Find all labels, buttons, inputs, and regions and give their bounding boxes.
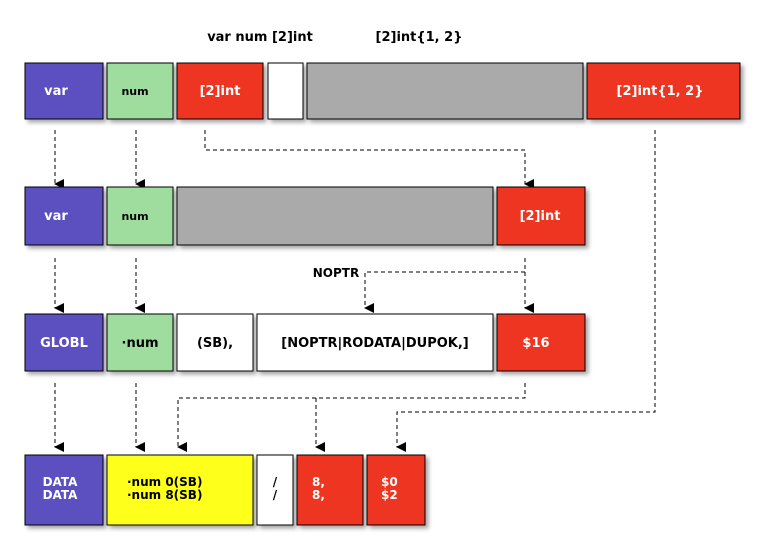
row3-flags-label: [NOPTR|RODATA|DUPOK,]	[281, 336, 468, 351]
row1-var-box	[24, 62, 104, 120]
row1-boxes	[24, 62, 741, 120]
row4-value-line-1: $0	[381, 475, 398, 489]
row2-num-box	[106, 186, 174, 246]
arrow-type-row1-row2	[204, 130, 534, 189]
row1-value-box	[586, 62, 741, 120]
row2-var-box	[24, 186, 104, 246]
noptr-label: NOPTR	[313, 266, 359, 280]
row2-boxes	[24, 186, 586, 246]
row1-type-box	[176, 62, 264, 120]
row4-value-line-2: $2	[381, 488, 398, 502]
row3-globl-box	[24, 313, 104, 372]
row1-gray-box	[306, 62, 584, 120]
arrow-value-to-data	[396, 130, 656, 452]
row2-type-label: [2]int	[520, 209, 561, 224]
row4-slash-line-2: /	[273, 488, 278, 502]
row4-data-line-2: DATA	[43, 488, 79, 502]
header-source-value: [2]int{1, 2}	[376, 30, 463, 45]
row4-slash-line-1: /	[273, 475, 278, 489]
row1-blank-box	[267, 62, 304, 120]
header-source-decl: var num [2]int	[207, 30, 313, 45]
row2-gray-box	[176, 186, 494, 246]
row4-sym-line-1: ·num 0(SB)	[127, 475, 202, 489]
row2-var-label: var	[44, 209, 68, 224]
row4-data-line-1: DATA	[43, 475, 79, 489]
row4-data-box	[24, 454, 104, 526]
arrow-size-to-sym	[177, 383, 526, 452]
row3-flags-box	[256, 313, 494, 372]
row4-value-box	[366, 454, 426, 526]
row3-size-box	[496, 313, 586, 372]
row3-sb-box	[176, 313, 254, 372]
row1-var-label: var	[44, 84, 68, 99]
row4-width-line-1: 8,	[312, 475, 325, 489]
row2-type-box	[496, 186, 586, 246]
row1-num-label: num	[121, 85, 148, 98]
connectors	[54, 130, 656, 452]
row4-slash-box	[256, 454, 294, 526]
row1-value-label: [2]int{1, 2}	[617, 84, 704, 99]
arrow-noptr-flags	[364, 271, 525, 313]
row3-globl-label: GLOBL	[40, 336, 88, 351]
row4-sym-line-2: ·num 8(SB)	[127, 488, 202, 502]
row2-num-label: num	[121, 210, 148, 223]
row1-num-box	[106, 62, 174, 120]
row1-type-label: [2]int	[200, 84, 241, 99]
row4-width-box	[296, 454, 364, 526]
row3-sb-label: (SB),	[197, 336, 233, 351]
row4-boxes	[24, 454, 426, 526]
row4-width-line-2: 8,	[312, 488, 325, 502]
row3-boxes	[24, 313, 586, 372]
row3-num-label: ·num	[122, 336, 159, 351]
row3-num-box	[106, 313, 174, 372]
row3-size-label: $16	[522, 336, 549, 351]
row4-sym-box	[106, 454, 254, 526]
